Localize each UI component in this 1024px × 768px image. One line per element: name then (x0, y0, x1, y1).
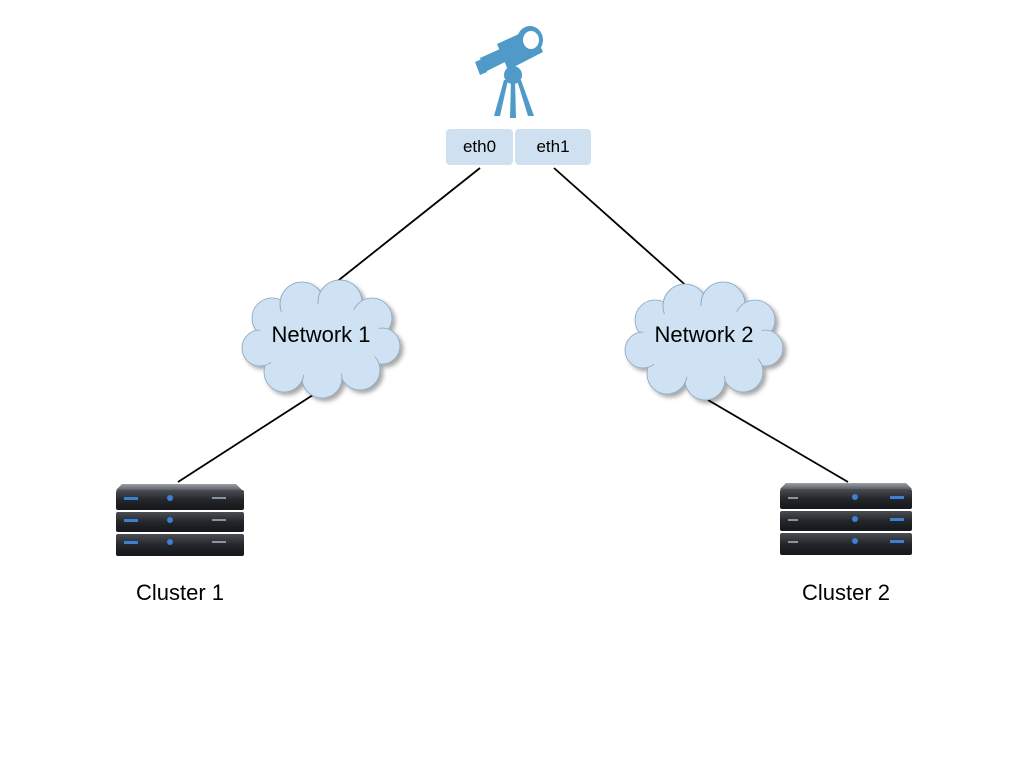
interface-eth1: eth1 (515, 129, 591, 165)
link-network1-cluster1 (177, 392, 317, 483)
cluster1-label: Cluster 1 (135, 580, 225, 605)
interface-eth0: eth0 (446, 129, 513, 165)
network1-label: Network 1 (271, 322, 371, 347)
link-network2-cluster2 (707, 399, 849, 483)
link-eth1-network2 (553, 167, 701, 299)
link-eth0-network1 (319, 167, 481, 296)
network2-label: Network 2 (654, 322, 754, 347)
cluster2-label: Cluster 2 (801, 580, 891, 605)
